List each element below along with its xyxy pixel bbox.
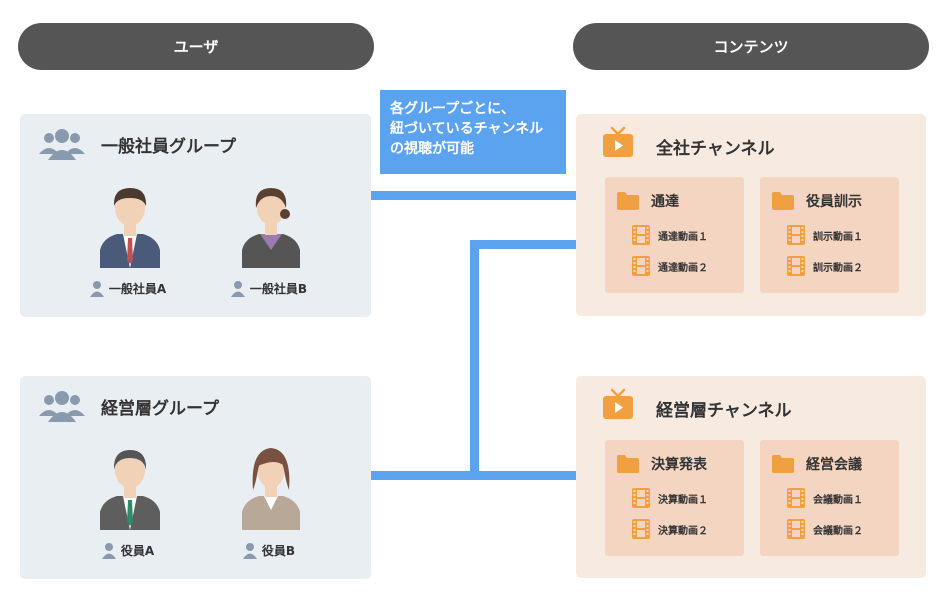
note-line-1: 各グループごとに、: [390, 101, 515, 117]
film-icon: [787, 225, 805, 245]
male-employee-avatar: [100, 188, 160, 268]
folder-header: 役員訓示: [772, 191, 862, 211]
connector-general-to-all: [371, 191, 576, 200]
video-title: 通達動画１: [658, 231, 708, 243]
users-group-icon: [39, 391, 85, 422]
person-icon: [101, 542, 116, 559]
video-item[interactable]: 決算動画２: [632, 519, 708, 539]
folder-icon: [617, 455, 639, 473]
channel-title: 経営層チャンネル: [656, 401, 792, 421]
folder-name: 決算発表: [651, 457, 707, 473]
video-item[interactable]: 会議動画２: [787, 519, 863, 539]
member-label: 一般社員B: [224, 280, 314, 297]
video-item[interactable]: 訓示動画２: [787, 256, 863, 276]
folder-header: 通達: [617, 191, 679, 211]
group-title: 一般社員グループ: [101, 137, 236, 157]
folder-header: 経営会議: [772, 454, 862, 474]
film-icon: [632, 225, 650, 245]
folder-card: 通達 通達動画１ 通達動画２: [605, 177, 744, 293]
member-label: 役員A: [83, 542, 173, 559]
video-title: 通達動画２: [658, 262, 708, 274]
female-executive-avatar: [242, 448, 300, 530]
tv-icon: [603, 126, 633, 157]
video-item[interactable]: 決算動画１: [632, 488, 708, 508]
video-title: 会議動画１: [813, 494, 863, 506]
film-icon: [632, 256, 650, 276]
group-title: 経営層グループ: [101, 399, 219, 419]
video-item[interactable]: 通達動画２: [632, 256, 708, 276]
member-name: 役員A: [120, 544, 155, 558]
member-name: 役員B: [261, 544, 296, 558]
video-item[interactable]: 通達動画１: [632, 225, 708, 245]
folder-name: 通達: [651, 194, 679, 210]
folder-card: 役員訓示 訓示動画１ 訓示動画２: [760, 177, 899, 293]
folder-icon: [772, 455, 794, 473]
note-line-3: の視聴が可能: [390, 141, 474, 157]
folder-card: 決算発表 決算動画１ 決算動画２: [605, 440, 744, 556]
video-item[interactable]: 会議動画１: [787, 488, 863, 508]
video-title: 決算動画２: [658, 525, 708, 537]
contents-header-label: コンテンツ: [713, 38, 789, 56]
users-header: ユーザ: [18, 23, 374, 70]
person-icon: [242, 542, 257, 559]
channel-title: 全社チャンネル: [656, 139, 775, 159]
connector-top-branch: [470, 240, 576, 249]
contents-header: コンテンツ: [573, 23, 929, 70]
video-title: 訓示動画１: [813, 231, 863, 243]
user-group-exec: 経営層グループ 役員A 役員B: [20, 376, 371, 579]
connector-exec-to-exec: [366, 471, 576, 480]
film-icon: [787, 256, 805, 276]
tv-icon: [603, 388, 633, 419]
note-callout: 各グループごとに、 紐づいているチャンネル の視聴が可能: [380, 90, 566, 174]
film-icon: [632, 519, 650, 539]
film-icon: [787, 488, 805, 508]
video-title: 決算動画１: [658, 494, 708, 506]
film-icon: [632, 488, 650, 508]
users-group-icon: [39, 129, 85, 160]
member-label: 一般社員A: [83, 280, 173, 297]
user-group-general: 一般社員グループ 一般社員A 一般社員B: [20, 114, 371, 317]
folder-icon: [617, 192, 639, 210]
female-employee-avatar: [242, 188, 300, 268]
video-item[interactable]: 訓示動画１: [787, 225, 863, 245]
member-label: 役員B: [224, 542, 314, 559]
male-executive-avatar: [100, 450, 160, 530]
users-header-label: ユーザ: [173, 38, 219, 56]
video-title: 訓示動画２: [813, 262, 863, 274]
person-icon: [230, 280, 245, 297]
connector-vertical: [470, 240, 479, 478]
note-line-2: 紐づいているチャンネル: [390, 121, 544, 137]
channel-executive: 経営層チャンネル 決算発表 決算動画１ 決算動画２ 経営会議 会議動画１ 会議動…: [576, 376, 926, 578]
member-name: 一般社員B: [249, 282, 308, 296]
video-title: 会議動画２: [813, 525, 863, 537]
person-icon: [89, 280, 104, 297]
folder-name: 経営会議: [806, 457, 862, 473]
folder-icon: [772, 192, 794, 210]
folder-name: 役員訓示: [806, 194, 862, 210]
folder-header: 決算発表: [617, 454, 707, 474]
film-icon: [787, 519, 805, 539]
member-name: 一般社員A: [108, 282, 167, 296]
channel-all-company: 全社チャンネル 通達 通達動画１ 通達動画２ 役員訓示 訓示動画１ 訓示動画２: [576, 114, 926, 316]
folder-card: 経営会議 会議動画１ 会議動画２: [760, 440, 899, 556]
